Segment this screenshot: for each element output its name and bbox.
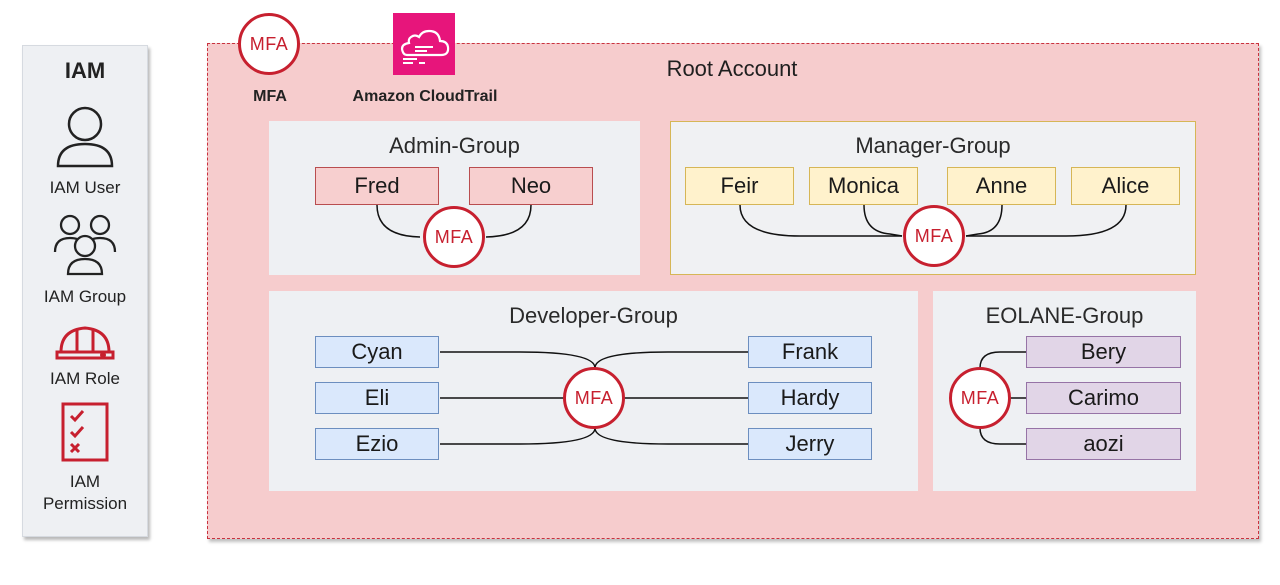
member-label: Feir bbox=[720, 173, 759, 198]
mfa-badge-text: MFA bbox=[960, 387, 1000, 408]
mfa-service-badge-text: MFA bbox=[249, 33, 289, 54]
iam-user-icon bbox=[23, 104, 147, 175]
admin-mfa-icon: MFA bbox=[423, 206, 485, 268]
member-neo: Neo bbox=[469, 167, 593, 205]
member-label: Anne bbox=[975, 173, 1028, 198]
admin-group-title: Admin-Group bbox=[389, 133, 520, 158]
member-label: Eli bbox=[364, 385, 390, 410]
mfa-badge-text: MFA bbox=[574, 387, 614, 408]
manager-mfa-icon: MFA bbox=[903, 205, 965, 267]
eolane-mfa-icon: MFA bbox=[949, 367, 1011, 429]
member-label: Alice bbox=[1101, 173, 1150, 198]
mfa-badge-text: MFA bbox=[914, 225, 954, 246]
mfa-service-label: MFA bbox=[253, 88, 287, 105]
member-label: Bery bbox=[1080, 339, 1127, 364]
iam-permission-icon bbox=[23, 402, 147, 467]
member-label: Cyan bbox=[351, 339, 403, 364]
member-aozi: aozi bbox=[1026, 428, 1181, 460]
member-hardy: Hardy bbox=[748, 382, 872, 414]
member-label: Fred bbox=[354, 173, 400, 198]
member-label: Monica bbox=[828, 173, 899, 198]
member-label: Jerry bbox=[785, 431, 835, 456]
developer-group-title: Developer-Group bbox=[509, 303, 678, 328]
member-frank: Frank bbox=[748, 336, 872, 368]
manager-group-title: Manager-Group bbox=[855, 133, 1011, 158]
member-monica: Monica bbox=[809, 167, 918, 205]
member-bery: Bery bbox=[1026, 336, 1181, 368]
member-label: Ezio bbox=[355, 431, 399, 456]
member-label: aozi bbox=[1083, 431, 1124, 456]
member-feir: Feir bbox=[685, 167, 794, 205]
member-ezio: Ezio bbox=[315, 428, 439, 460]
member-carimo: Carimo bbox=[1026, 382, 1181, 414]
iam-role-icon bbox=[23, 322, 147, 367]
legend-title: IAM bbox=[64, 58, 106, 83]
member-label: Neo bbox=[510, 173, 552, 198]
member-jerry: Jerry bbox=[748, 428, 872, 460]
member-label: Frank bbox=[781, 339, 839, 364]
legend-label-iam-group: IAM Group bbox=[43, 287, 127, 306]
root-account-title: Root Account bbox=[666, 56, 798, 81]
legend-label-iam-user: IAM User bbox=[49, 178, 121, 197]
member-eli: Eli bbox=[315, 382, 439, 414]
member-fred: Fred bbox=[315, 167, 439, 205]
iam-legend-panel: IAM IAM User IAM Group IAM Role bbox=[22, 45, 148, 537]
iam-group-icon bbox=[23, 212, 147, 281]
cloudtrail-icon bbox=[393, 13, 455, 75]
member-label: Hardy bbox=[780, 385, 840, 410]
member-alice: Alice bbox=[1071, 167, 1180, 205]
member-cyan: Cyan bbox=[315, 336, 439, 368]
developer-mfa-icon: MFA bbox=[563, 367, 625, 429]
member-label: Carimo bbox=[1068, 385, 1139, 410]
mfa-badge-text: MFA bbox=[434, 226, 474, 247]
mfa-service-icon: MFA bbox=[238, 13, 300, 75]
legend-label-iam-permission: IAM Permission bbox=[42, 472, 128, 513]
legend-label-iam-role: IAM Role bbox=[50, 369, 120, 388]
eolane-group-title: EOLANE-Group bbox=[985, 303, 1144, 328]
member-anne: Anne bbox=[947, 167, 1056, 205]
cloudtrail-label: Amazon CloudTrail bbox=[352, 88, 498, 105]
